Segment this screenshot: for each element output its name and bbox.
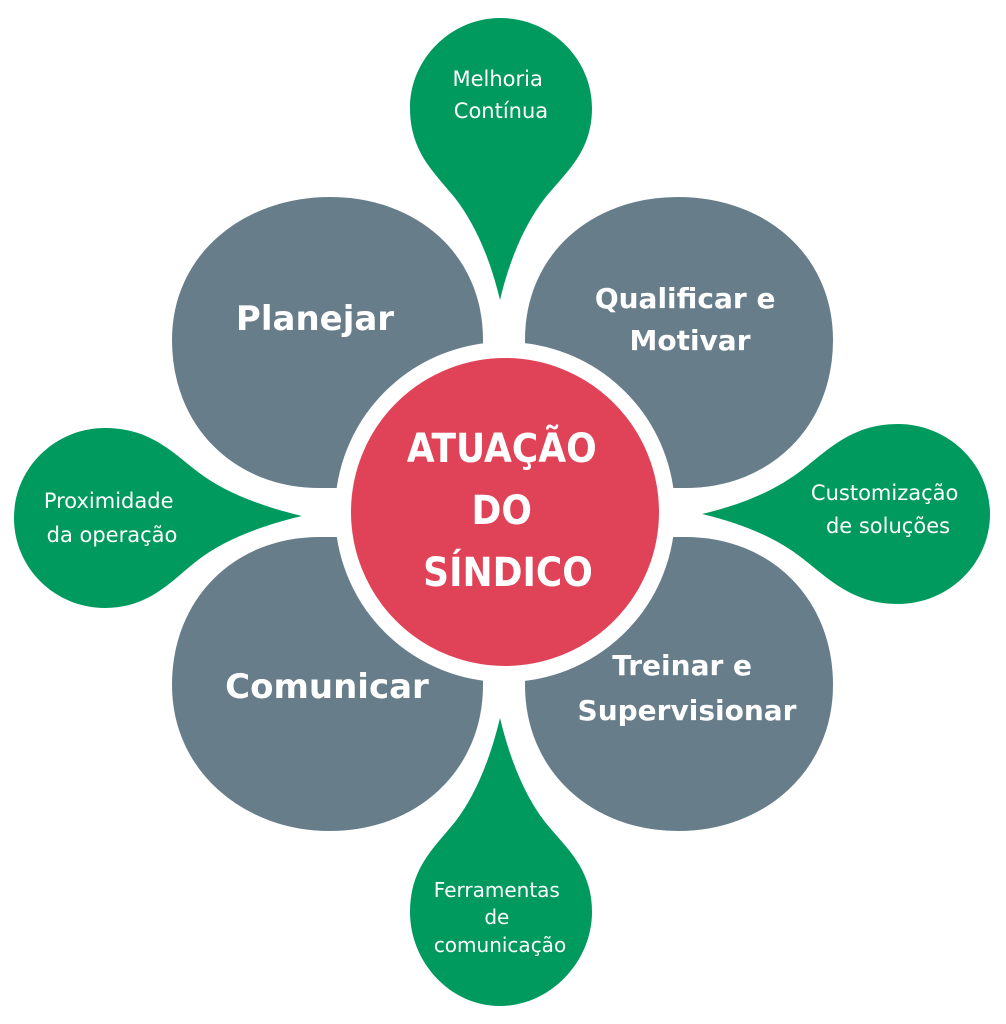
center-title-line2: DO (472, 488, 532, 534)
drop-right-line1: Customização (811, 481, 958, 505)
petal-planejar-label: Planejar (236, 299, 394, 339)
drop-left-shape (14, 428, 302, 608)
center-title-line1: ATUAÇÃO (407, 423, 597, 472)
drop-top-shape (410, 18, 592, 300)
drop-bottom-shape (410, 718, 592, 1006)
center-title-line3: SÍNDICO (423, 548, 593, 596)
drop-bottom-line2: de (484, 905, 509, 929)
petal-treinar-line1: Treinar e (612, 649, 752, 682)
petal-qualificar-line1: Qualificar e (595, 282, 776, 315)
petal-treinar-line2: Supervisionar (578, 694, 797, 727)
drop-top-label: Melhoria Contínua (452, 67, 549, 123)
drop-bottom-label: Ferramentas de comunicação (434, 878, 566, 957)
drop-left-line1: Proximidade (44, 489, 174, 513)
center-title: ATUAÇÃO DO SÍNDICO (407, 423, 610, 596)
drop-right-line2: de soluções (826, 514, 950, 538)
drop-top-line2: Contínua (454, 99, 548, 123)
petal-qualificar-label: Qualificar e Motivar (595, 282, 785, 357)
center-circle (335, 342, 675, 682)
drop-top-line1: Melhoria (452, 67, 542, 91)
petal-comunicar-label: Comunicar (225, 667, 429, 707)
petal-treinar-label: Treinar e Supervisionar (578, 649, 797, 727)
drop-bottom-line3: comunicação (434, 933, 566, 957)
drop-bottom-line1: Ferramentas (434, 878, 560, 902)
drop-right-label: Customização de soluções (811, 481, 965, 538)
drop-left-label: Proximidade da operação (44, 489, 180, 547)
drop-right-shape (702, 424, 990, 604)
petal-qualificar-line2: Motivar (629, 324, 750, 357)
drop-left-line2: da operação (47, 523, 178, 547)
